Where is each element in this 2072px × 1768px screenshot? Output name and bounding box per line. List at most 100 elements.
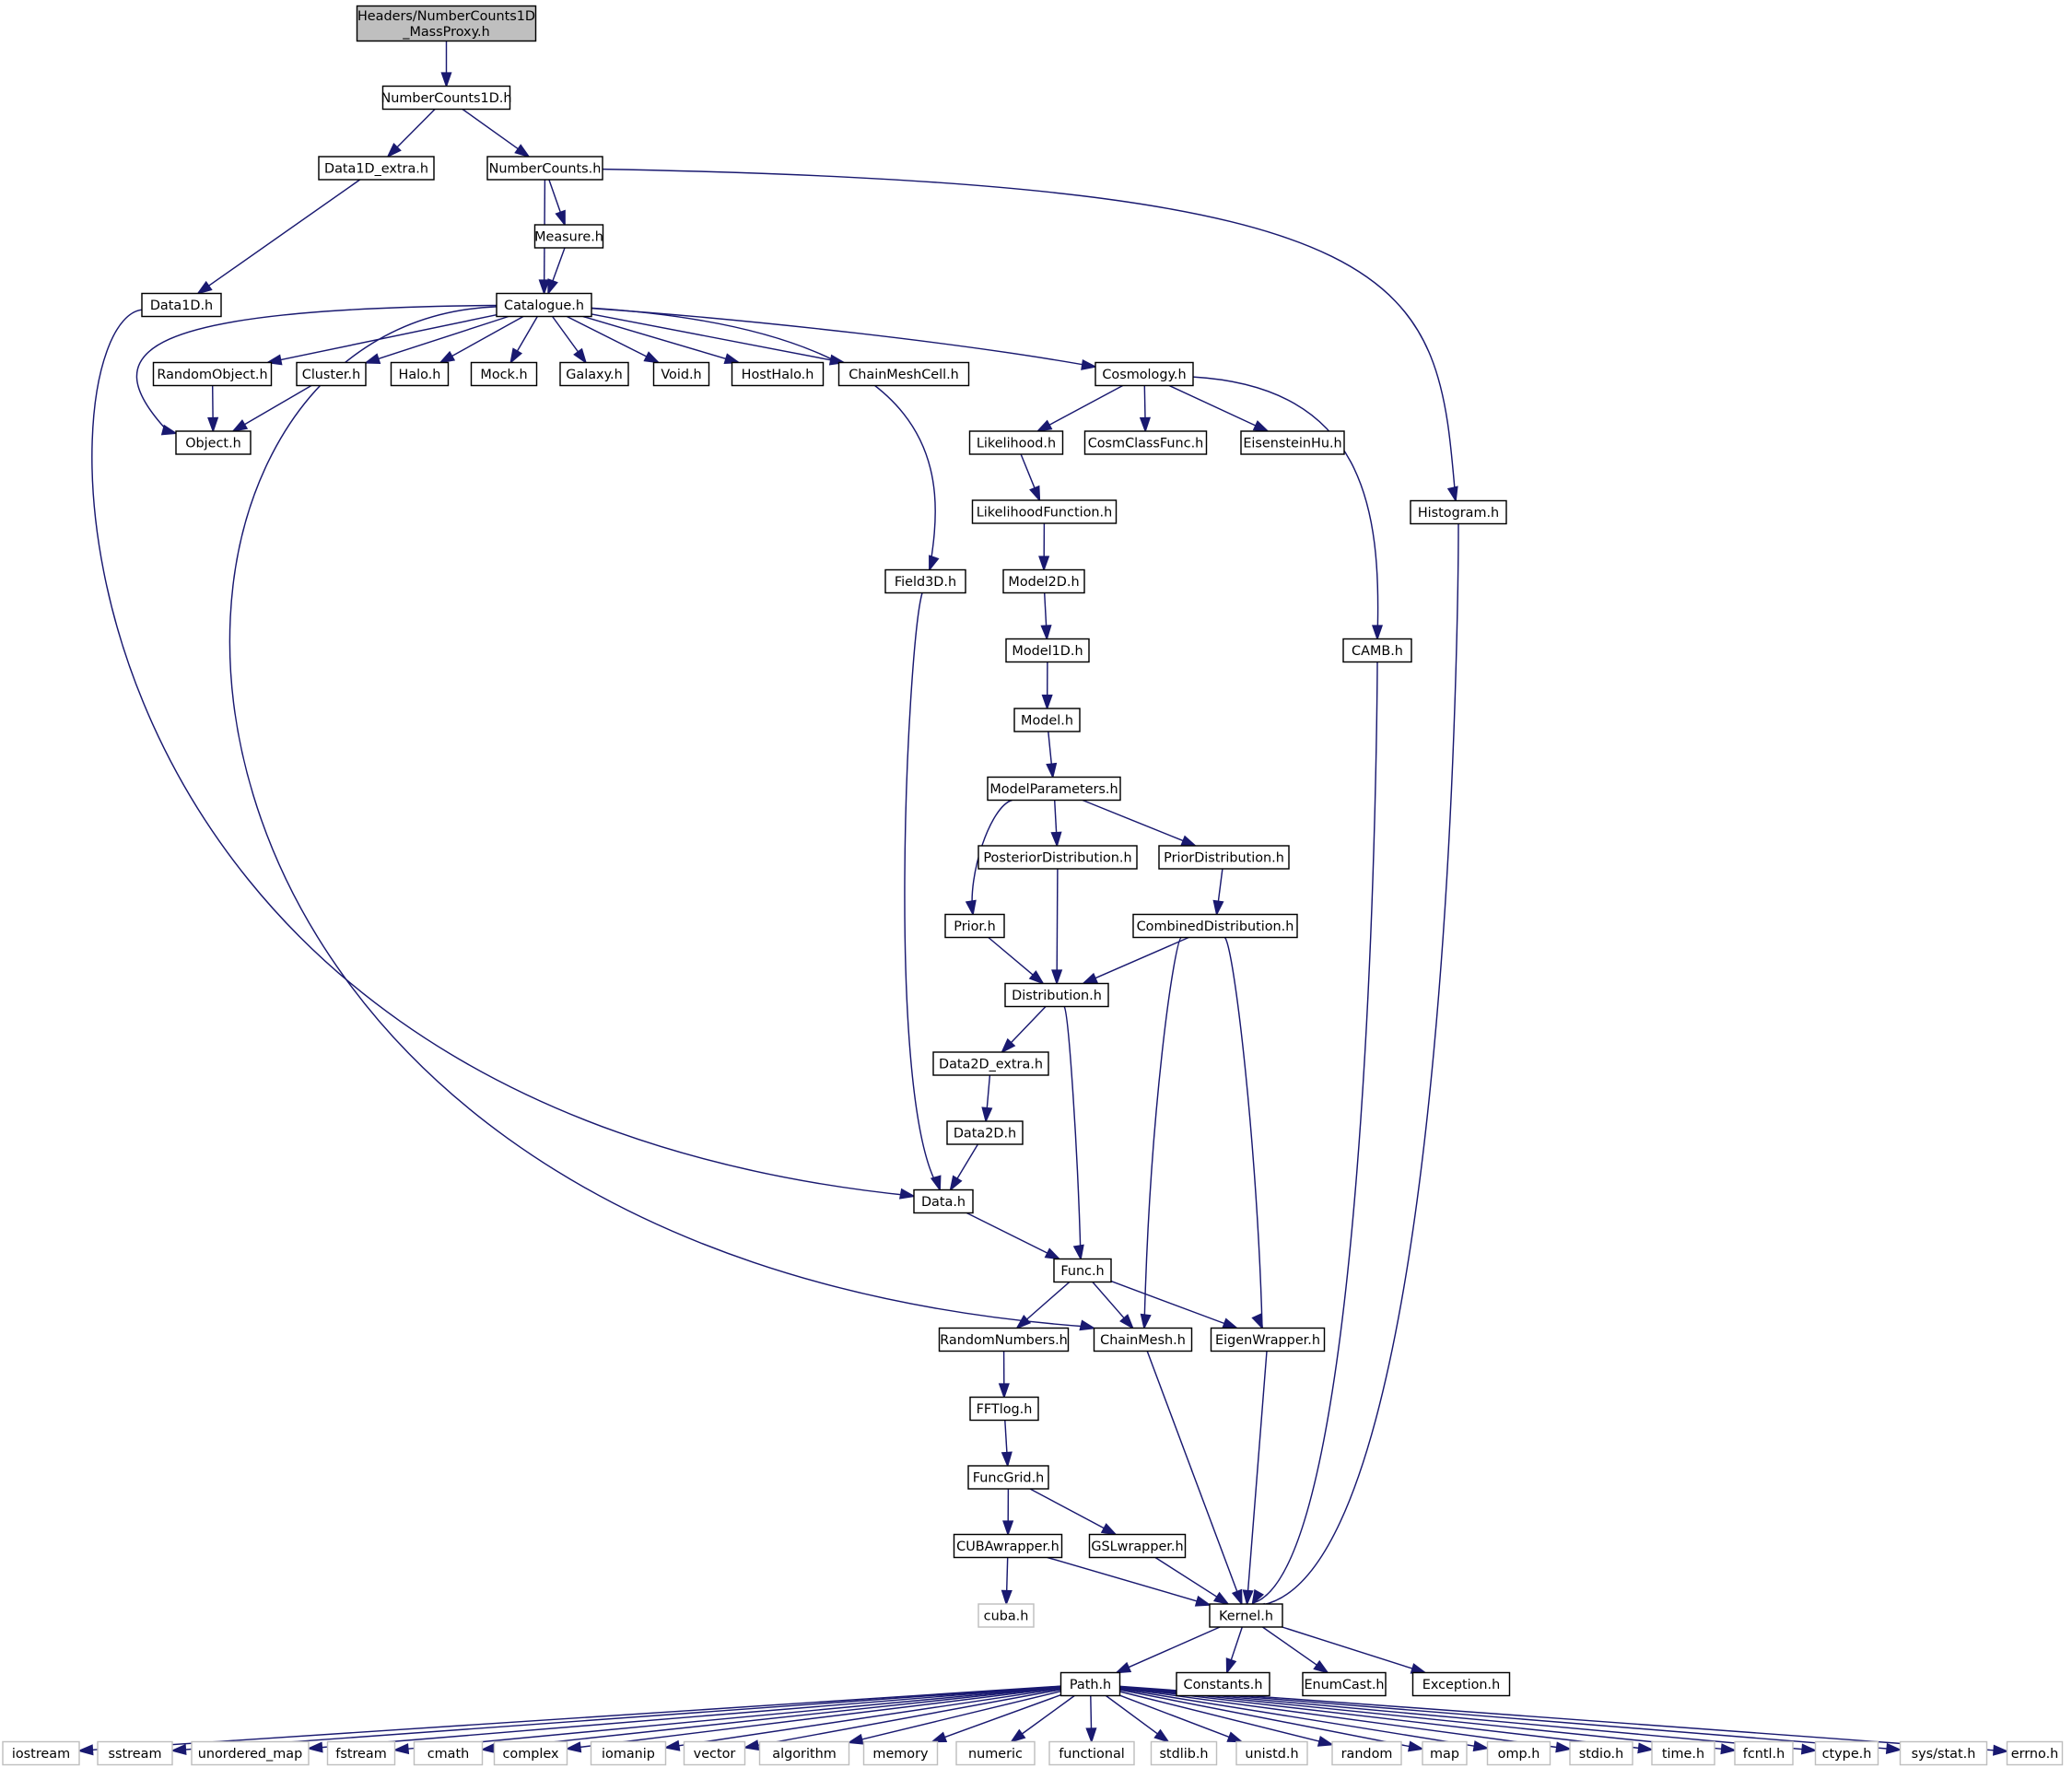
node-data1d[interactable]: Data1D.h [141,292,222,318]
edge-line [1119,1694,1230,1739]
edge-line [956,1143,979,1179]
node-measure[interactable]: Measure.h [533,224,604,249]
node-label: fcntl.h [1743,1747,1785,1762]
node-camb[interactable]: CAMB.h [1342,638,1412,663]
arrowhead [1313,1659,1329,1674]
edge-path-to-sysstat [1119,1685,1902,1755]
edge-catalogue-to-mock [509,316,538,365]
node-hosthalo[interactable]: HostHalo.h [731,361,825,387]
edge-line [1048,731,1053,765]
node-priordistribution[interactable]: PriorDistribution.h [1158,845,1290,870]
arrowhead [1993,1744,2009,1756]
node-cubawrapper[interactable]: CUBAwrapper.h [953,1533,1063,1559]
edge-likelihoodfunction-to-model2d [1038,522,1050,572]
node-eigenwrapper[interactable]: EigenWrapper.h [1210,1327,1326,1352]
node-distribution[interactable]: Distribution.h [1004,982,1109,1008]
node-gslwrapper[interactable]: GSLwrapper.h [1088,1533,1187,1559]
node-label: ChainMeshCell.h [849,368,959,382]
edge-line [1021,1694,1075,1735]
node-prior[interactable]: Prior.h [944,913,1005,939]
node-label: ChainMesh.h [1100,1333,1186,1348]
node-sysstat: sys/stat.h [1899,1740,1988,1766]
node-box [590,1740,667,1766]
node-histogram[interactable]: Histogram.h [1410,499,1507,525]
node-cosmclassfunc[interactable]: CosmClassFunc.h [1083,430,1208,455]
node-func[interactable]: Func.h [1053,1258,1112,1283]
node-numbercounts[interactable]: NumberCounts.h [486,156,603,181]
node-kernel[interactable]: Kernel.h [1209,1603,1283,1628]
edge-line [1110,1280,1225,1325]
edge-line [135,304,498,433]
node-data1d-extra[interactable]: Data1D_extra.h [318,156,435,181]
node-randomobject[interactable]: RandomObject.h [152,361,273,387]
edge-distribution-to-func [1063,1006,1084,1261]
node-mock[interactable]: Mock.h [470,361,538,387]
arrowhead [998,1383,1010,1399]
node-likelihood[interactable]: Likelihood.h [968,430,1064,455]
node-label: ctype.h [1822,1747,1872,1762]
edge-line [1029,1488,1105,1529]
edge-path-to-unordered-map [306,1685,1061,1753]
edge-line [591,307,1095,368]
edge-line [185,1685,1061,1750]
arrowhead [573,347,588,365]
node-path[interactable]: Path.h [1059,1671,1121,1697]
node-box [837,361,970,387]
node-void[interactable]: Void.h [652,361,710,387]
edge-line [1005,1557,1009,1591]
node-label: Halo.h [399,368,441,382]
node-box [944,913,1005,939]
node-label: iomanip [602,1747,655,1762]
node-label: unistd.h [1245,1747,1298,1762]
node-box [496,292,592,318]
node-model[interactable]: Model.h [1013,708,1081,732]
edge-path-to-iostream [76,1685,1061,1756]
node-data2d-extra[interactable]: Data2D_extra.h [932,1051,1049,1076]
arrowhead [386,142,402,158]
node-posteriordistribution[interactable]: PosteriorDistribution.h [977,845,1138,870]
node-randomnumbers[interactable]: RandomNumbers.h [938,1327,1070,1352]
edge-line [1092,1282,1125,1319]
edges-layer [76,41,2009,1756]
node-label: map [1430,1747,1459,1762]
node-exception[interactable]: Exception.h [1411,1671,1511,1697]
node-data[interactable]: Data.h [913,1188,974,1214]
arrowhead [1251,1588,1265,1606]
node-modelparameters[interactable]: ModelParameters.h [987,776,1121,802]
node-model1d[interactable]: Model1D.h [1005,638,1090,663]
arrowhead [847,1733,864,1745]
node-unordered-map: unordered_map [191,1740,310,1766]
edge-path-to-numeric [1009,1694,1075,1743]
node-field3d[interactable]: Field3D.h [884,568,966,594]
node-enumcast[interactable]: EnumCast.h [1302,1671,1387,1697]
edge-kernel-to-path [1114,1626,1221,1674]
node-object[interactable]: Object.h [175,430,252,455]
node-halo[interactable]: Halo.h [390,361,450,387]
edge-kernel-to-enumcast [1261,1626,1329,1674]
node-combineddistribution[interactable]: CombinedDistribution.h [1132,913,1298,939]
node-chainmesh[interactable]: ChainMesh.h [1093,1327,1193,1352]
node-chainmeshcell[interactable]: ChainMeshCell.h [837,361,970,387]
node-model2d[interactable]: Model2D.h [1002,568,1085,594]
arrowhead [1028,970,1045,985]
node-box [191,1740,310,1766]
node-cluster[interactable]: Cluster.h [296,361,367,387]
node-label: CAMB.h [1352,644,1403,659]
edge-cubawrapper-to-cuba [1001,1557,1013,1607]
node-label: errno.h [2011,1747,2059,1762]
node-constants[interactable]: Constants.h [1176,1671,1270,1697]
node-likelihoodfunction[interactable]: LikelihoodFunction.h [971,499,1118,524]
node-label: Measure.h [534,230,603,245]
node-memory: memory [862,1740,939,1766]
node-box [493,1740,568,1766]
node-cosmology[interactable]: Cosmology.h [1095,361,1194,387]
node-eisensteinhu[interactable]: EisensteinHu.h [1240,430,1345,455]
node-catalogue[interactable]: Catalogue.h [496,292,592,318]
edge-line [904,592,941,1190]
node-data2d[interactable]: Data2D.h [946,1120,1024,1145]
node-galaxy[interactable]: Galaxy.h [559,361,629,387]
node-funcgrid[interactable]: FuncGrid.h [967,1465,1049,1490]
edge-combineddistribution-to-chainmesh [1140,936,1182,1330]
node-fftlog[interactable]: FFTlog.h [969,1396,1039,1422]
node-numbercounts1d[interactable]: NumberCounts1D.h [381,85,512,111]
